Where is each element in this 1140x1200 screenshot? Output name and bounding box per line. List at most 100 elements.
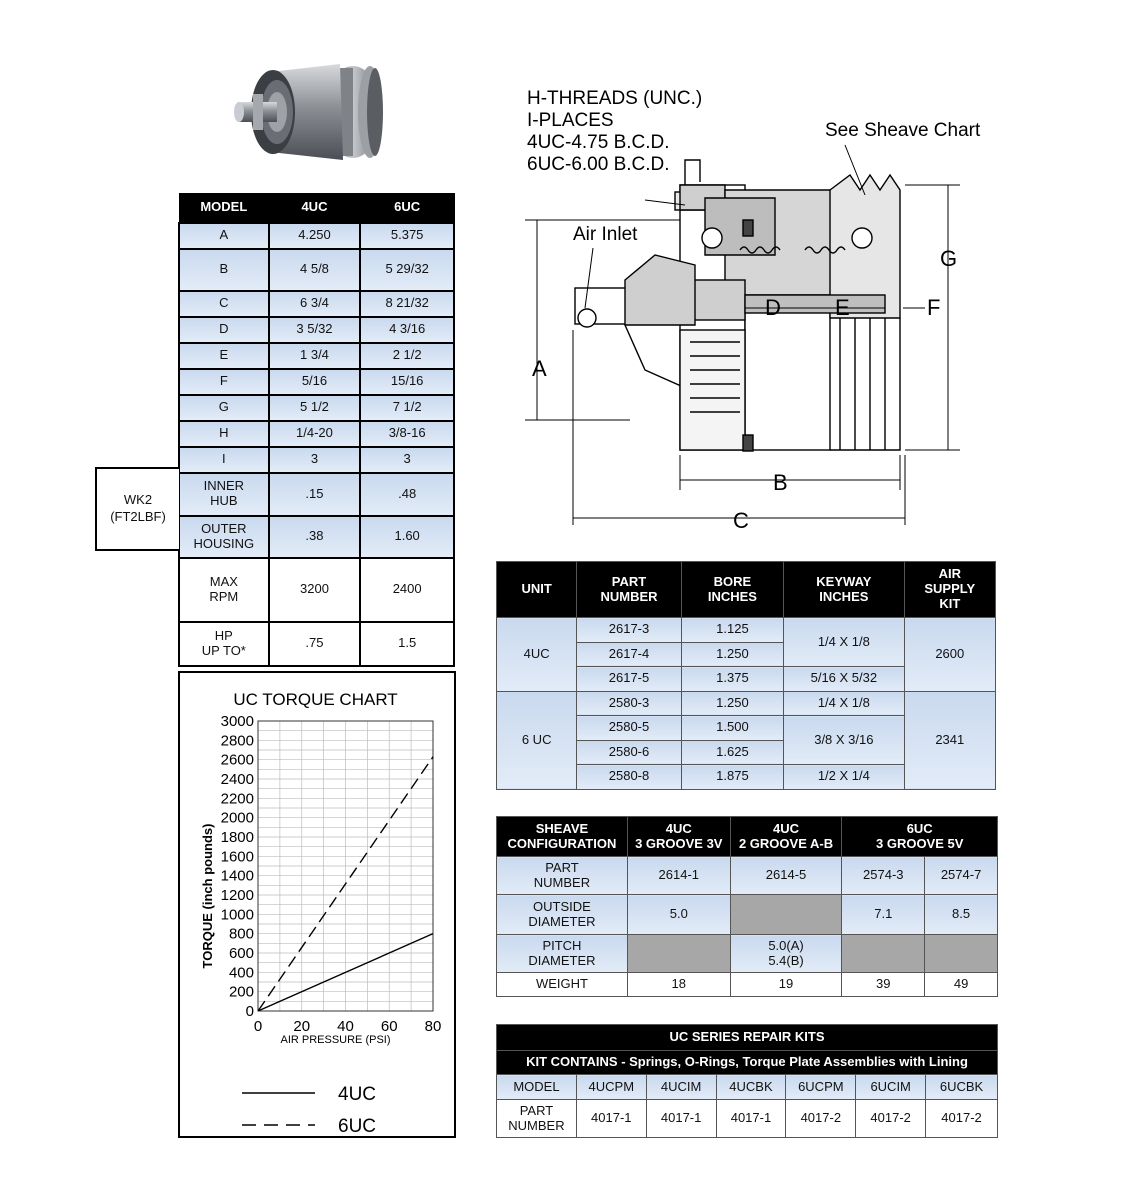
x-tick-label: 20 — [293, 1018, 310, 1035]
parts-air-kit: 2341 — [903, 690, 997, 790]
x-tick-label: 0 — [254, 1018, 262, 1035]
parts-unit-cell: 6 UC — [495, 690, 578, 790]
spec-cell-6uc: 5 29/32 — [359, 247, 455, 292]
spec-header-4uc: 4UC — [268, 193, 361, 223]
y-tick-label: 2000 — [221, 810, 254, 827]
y-tick-label: 2400 — [221, 771, 254, 788]
y-tick-label: 600 — [229, 945, 254, 962]
y-tick-label: 1600 — [221, 848, 254, 865]
spec-row-label: E — [178, 341, 270, 370]
parts-air-kit: 2600 — [903, 617, 997, 692]
air-inlet-label: Air Inlet — [573, 224, 638, 245]
repair-model-cell: 6UCBK — [925, 1074, 998, 1100]
spec-cell-6uc: 7 1/2 — [359, 393, 455, 422]
parts-header-part-number: PART NUMBER — [576, 561, 682, 618]
dim-b-label: B — [773, 470, 788, 495]
spec-cell-4uc: .75 — [267, 620, 362, 667]
sheave-weight-label: WEIGHT — [496, 972, 628, 997]
parts-keyway: 1/2 X 1/4 — [783, 764, 905, 790]
spec-row-label: H — [178, 419, 270, 448]
technical-drawing: H-THREADS (UNC.) I-PLACES 4UC-4.75 B.C.D… — [525, 88, 981, 533]
spec-header-model: MODEL — [178, 193, 270, 223]
y-tick-label: 2200 — [221, 790, 254, 807]
dim-d-label: D — [765, 295, 781, 320]
parts-part-number: 2580-6 — [576, 739, 682, 765]
sheave-od-cell-empty — [729, 894, 843, 935]
wk2-label-text: WK2 (FT2LBF) — [110, 492, 166, 524]
sheave-part-cell: 2614-5 — [729, 856, 843, 895]
y-tick-label: 1200 — [221, 887, 254, 904]
spec-row-label: I — [178, 445, 270, 474]
product-photo — [234, 64, 383, 160]
y-tick-label: 1400 — [221, 868, 254, 885]
wk2-label: WK2 (FT2LBF) — [95, 467, 179, 551]
y-axis-label: TORQUE (inch pounds) — [200, 824, 215, 969]
parts-part-number: 2617-4 — [576, 641, 682, 667]
sheave-header-config: SHEAVE CONFIGURATION — [496, 816, 628, 857]
spec-cell-6uc: 3/8-16 — [359, 419, 455, 448]
repair-part-cell: 4017-1 — [715, 1099, 787, 1138]
parts-keyway: 1/4 X 1/8 — [783, 690, 905, 716]
spec-cell-4uc: 1/4-20 — [267, 419, 362, 448]
repair-kits-table: UC SERIES REPAIR KITS KIT CONTAINS - Spr… — [496, 1024, 998, 1138]
sheave-weight-cell: 39 — [841, 972, 926, 997]
spec-cell-6uc: 4 3/16 — [359, 315, 455, 344]
spec-row-label: B — [178, 247, 270, 292]
chart-title: UC TORQUE CHART — [233, 690, 397, 709]
spec-row-label: D — [178, 315, 270, 344]
repair-contains-label: KIT CONTAINS — [526, 1054, 618, 1070]
spec-cell-4uc: 4.250 — [267, 221, 362, 250]
spec-cell-4uc: 6 3/4 — [267, 289, 362, 318]
parts-header-bore: BORE INCHES — [680, 561, 785, 618]
repair-model-cell: 6UCPM — [785, 1074, 857, 1100]
dim-a-label: A — [532, 356, 547, 381]
sheave-pd-cell-empty — [626, 934, 731, 973]
repair-part-cell: 4017-2 — [785, 1099, 857, 1138]
spec-row-label: F — [178, 367, 270, 396]
parts-bore: 1.500 — [680, 715, 785, 741]
sheave-weight-cell: 18 — [626, 972, 731, 997]
part-number-table: UNIT PART NUMBER BORE INCHES KEYWAY INCH… — [495, 561, 997, 790]
spec-cell-4uc: 1 3/4 — [267, 341, 362, 370]
parts-part-number: 2580-8 — [576, 764, 682, 790]
x-tick-label: 80 — [425, 1018, 442, 1035]
spec-cell-6uc: 3 — [359, 445, 455, 474]
spec-cell-6uc: 5.375 — [359, 221, 455, 250]
sheave-configuration-table: SHEAVE CONFIGURATION 4UC 3 GROOVE 3V 4UC… — [496, 816, 998, 997]
parts-bore: 1.250 — [680, 641, 785, 667]
sheave-pd-cell: 5.0(A) 5.4(B) — [729, 934, 843, 973]
threads-note-line-3: 4UC-4.75 B.C.D. — [527, 132, 670, 153]
repair-title: UC SERIES REPAIR KITS — [496, 1024, 998, 1051]
parts-keyway: 5/16 X 5/32 — [783, 666, 905, 692]
threads-note-line-2: I-PLACES — [527, 110, 614, 131]
plot-frame — [257, 720, 434, 1012]
spec-cell-4uc: 4 5/8 — [267, 247, 362, 292]
spec-cell-6uc: 2 1/2 — [359, 341, 455, 370]
threads-note-line-1: H-THREADS (UNC.) — [527, 88, 702, 109]
parts-bore: 1.625 — [680, 739, 785, 765]
dim-c-label: C — [733, 508, 749, 533]
torque-chart: UC TORQUE CHART0200400600800100012001400… — [200, 690, 442, 1137]
sheave-pd-label: PITCH DIAMETER — [496, 934, 628, 973]
parts-unit-cell: 4UC — [495, 617, 578, 692]
parts-part-number: 2617-3 — [576, 617, 682, 643]
series-line-4uc — [257, 933, 434, 1012]
spec-cell-6uc: 15/16 — [359, 367, 455, 396]
repair-model-cell: 4UCBK — [715, 1074, 787, 1100]
spec-row-label: G — [178, 393, 270, 422]
y-tick-label: 2800 — [221, 732, 254, 749]
x-tick-label: 40 — [337, 1018, 354, 1035]
parts-part-number: 2617-5 — [576, 666, 682, 692]
x-tick-label: 60 — [381, 1018, 398, 1035]
parts-bore: 1.875 — [680, 764, 785, 790]
repair-part-label: PART NUMBER — [496, 1099, 577, 1138]
y-tick-label: 200 — [229, 984, 254, 1001]
spec-row-label: C — [178, 289, 270, 318]
spec-cell-6uc: 1.5 — [359, 620, 455, 667]
sheave-pd-cell-empty — [924, 934, 998, 973]
repair-model-cell: 6UCIM — [855, 1074, 927, 1100]
spec-row-label: OUTER HOUSING — [178, 514, 270, 559]
spec-row-label: A — [178, 221, 270, 250]
repair-part-cell: 4017-1 — [645, 1099, 717, 1138]
